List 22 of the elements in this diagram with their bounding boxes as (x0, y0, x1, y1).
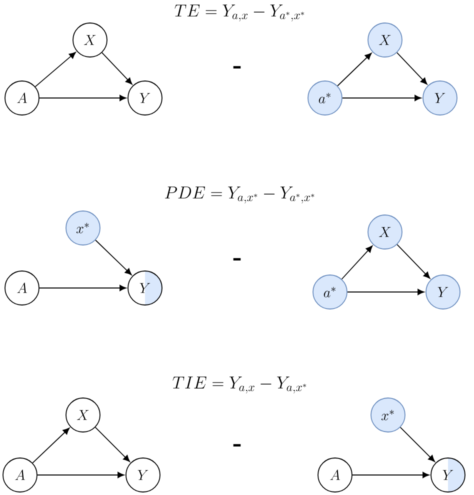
equation: $PDE = Y_{a,x^*} - Y_{a^*,x^*}$ (165, 186, 314, 204)
arrow (39, 284, 126, 292)
arrow (342, 94, 422, 102)
arrow (352, 472, 430, 478)
arrow (34, 52, 76, 88)
minus-sign: - (233, 258, 241, 260)
arrow (400, 426, 435, 462)
arrow (341, 246, 373, 280)
arrow (95, 240, 132, 276)
minus-sign: - (233, 66, 241, 68)
arrow (396, 244, 430, 279)
arrow (396, 52, 428, 85)
arrow (37, 472, 124, 478)
minus-sign: - (233, 444, 241, 446)
arrow (337, 52, 372, 86)
arrow (102, 52, 132, 85)
arrow (94, 426, 130, 462)
arrow (32, 428, 70, 464)
equation: $TIE = Y_{a,x} - Y_{a,x^*}$ (172, 376, 306, 394)
equation: $TE = Y_{a,x} - Y_{a^*,x^*}$ (174, 4, 304, 22)
arrow (39, 94, 126, 102)
arrow (347, 288, 424, 296)
